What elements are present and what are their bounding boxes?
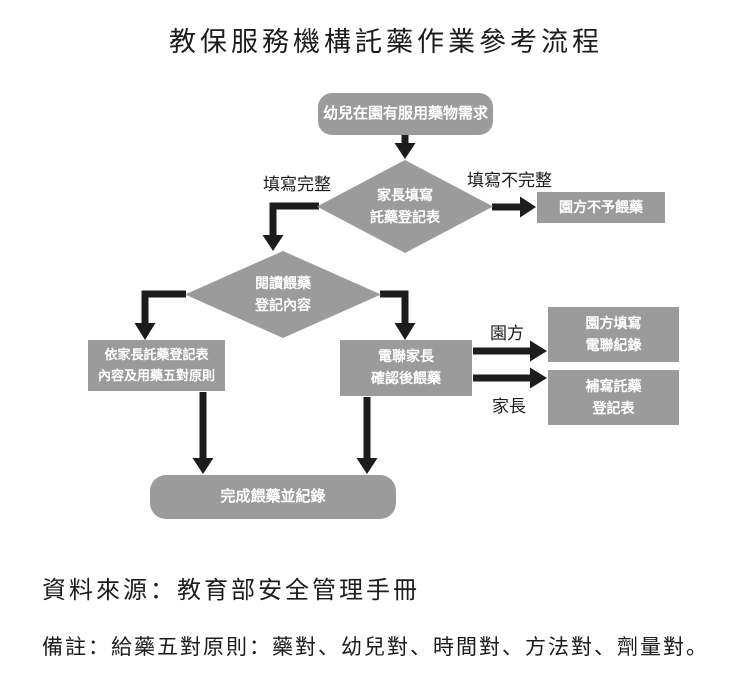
supplement-form-line1: 補寫託藥 (585, 377, 642, 394)
branch-label-complete: 填寫完整 (263, 175, 331, 194)
decision-read-line2: 登記內容 (255, 296, 311, 313)
start-node-label: 幼兒在園有服用藥物需求 (322, 105, 488, 123)
decision-read-content: 閱讀餵藥 登記內容 (185, 251, 381, 338)
call-parent-node: 電聯家長 確認後餵藥 (340, 340, 472, 396)
follow-rules-line1: 依家長託藥登記表 (104, 347, 209, 363)
note-text: 備註：給藥五對原則：藥對、幼兒對、時間對、方法對、劑量對。 (42, 635, 709, 659)
branch-label-incomplete: 填寫不完整 (467, 171, 552, 190)
done-node-label: 完成餵藥並紀錄 (220, 488, 326, 506)
record-call-node: 園方填寫 電聯紀錄 (548, 307, 679, 362)
arrow-rules-to-done (192, 392, 214, 474)
source-text: 資料來源：教育部安全管理手冊 (42, 578, 420, 604)
no-feed-node: 園方不予餵藥 (537, 192, 665, 223)
follow-rules-node: 依家長託藥登記表 內容及用藥五對原則 (88, 340, 225, 391)
arrow-decision1-to-decision2 (262, 202, 319, 251)
arrow-start-to-decision1 (394, 134, 416, 159)
supplement-form-node: 補寫託藥 登記表 (548, 370, 679, 425)
arrow-call-to-supplement (473, 367, 547, 389)
arrow-call-to-done (356, 397, 378, 474)
start-node: 幼兒在園有服用藥物需求 (318, 93, 493, 135)
record-call-line1: 園方填寫 (585, 314, 642, 331)
call-parent-line2: 確認後餵藥 (371, 370, 441, 386)
decision-parent-form-line2: 託藥登記表 (370, 208, 440, 225)
record-call-line2: 電聯紀錄 (585, 336, 642, 353)
page-title: 教保服務機構託藥作業參考流程 (169, 27, 603, 57)
decision-parent-form-line1: 家長填寫 (377, 186, 433, 203)
arrow-decision1-to-no-feed (492, 196, 536, 218)
arrow-decision2-to-rules (134, 290, 186, 340)
done-node: 完成餵藥並紀錄 (150, 475, 396, 519)
supplement-form-line2: 登記表 (592, 399, 635, 416)
arrow-decision2-to-call (380, 290, 416, 340)
branch-label-school: 園方 (490, 324, 524, 343)
call-parent-line1: 電聯家長 (378, 348, 434, 365)
branch-label-parent: 家長 (492, 397, 526, 416)
follow-rules-line2: 內容及用藥五對原則 (97, 367, 215, 383)
no-feed-node-label: 園方不予餵藥 (559, 198, 643, 215)
decision-read-line1: 閱讀餵藥 (255, 274, 311, 291)
